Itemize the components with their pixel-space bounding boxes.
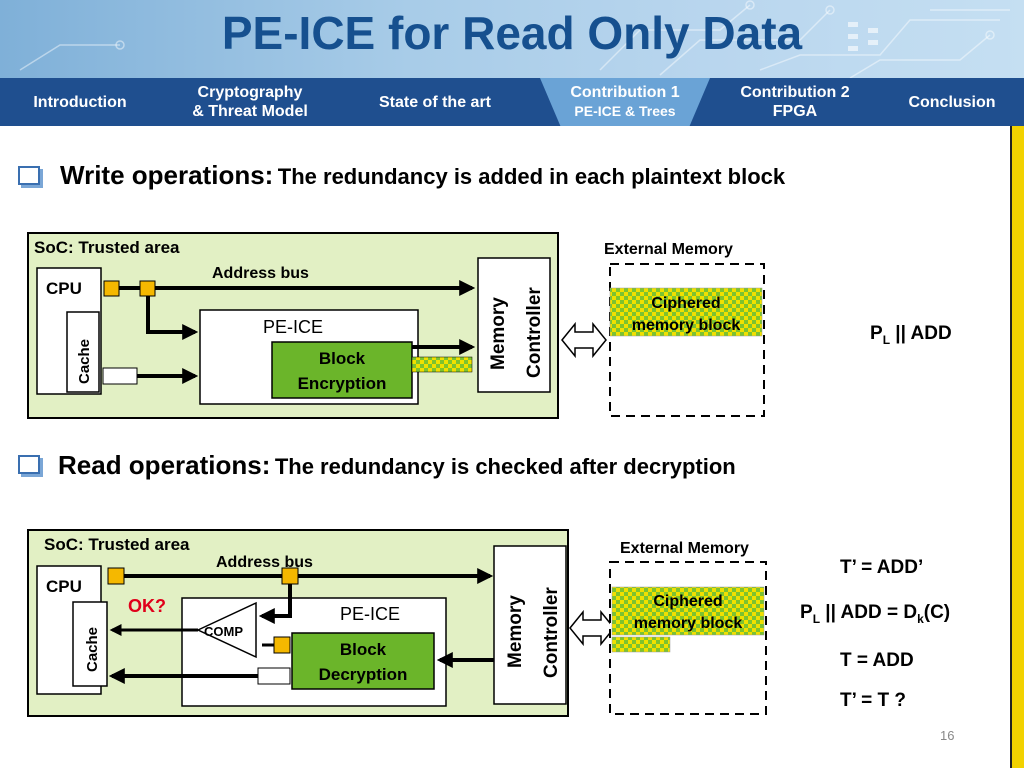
nav-item-label: Introduction: [33, 93, 127, 111]
read-bidirectional-arrow-icon: [569, 609, 615, 647]
write-mc-label-2: Controller: [524, 287, 545, 378]
read-block-label-2: Decryption: [319, 665, 408, 684]
nav-item-contribution-1[interactable]: Contribution 1 PE-ICE & Trees: [540, 78, 710, 126]
read-cpu-address-port: [107, 567, 125, 585]
write-diagram: SoC: Trusted area CPU Cache Address bus …: [27, 232, 952, 419]
read-plaintext-port: [257, 667, 291, 685]
page-number: 16: [940, 728, 955, 743]
write-mc-label-1: Memory: [488, 297, 509, 370]
write-address-to-peice-line: [146, 296, 199, 340]
read-soc-label: SoC: Trusted area: [44, 535, 190, 554]
write-soc-label: SoC: Trusted area: [34, 238, 180, 257]
nav-item-conclusion[interactable]: Conclusion: [880, 78, 1024, 126]
nav-item-label: State of the art: [378, 93, 491, 111]
read-tag-port: [273, 636, 291, 654]
write-ciphered-block: [609, 287, 763, 337]
nav-active-indicator: [540, 78, 710, 126]
write-ciphered-label-1: Ciphered: [651, 295, 720, 312]
write-address-bus-label: Address bus: [212, 265, 309, 282]
nav-item-sublabel: PE-ICE & Trees: [574, 103, 676, 119]
nav-item-label: Contribution 1: [570, 84, 680, 101]
nav-item-state-of-the-art[interactable]: State of the art: [340, 78, 530, 126]
read-heading-text: The redundancy is checked after decrypti…: [274, 454, 736, 479]
write-cache-label: Cache: [76, 339, 93, 384]
section-nav-bar: Introduction Cryptography & Threat Model…: [0, 78, 1024, 126]
read-address-bus-label: Address bus: [216, 554, 313, 571]
read-memory-controller: [493, 545, 567, 705]
nav-item-label: Cryptography: [197, 84, 303, 101]
write-cpu-address-port: [103, 280, 120, 297]
read-block-label-1: Block: [340, 640, 387, 659]
write-bidirectional-arrow-icon: [561, 321, 607, 359]
write-heading: Write operations: The redundancy is adde…: [60, 160, 785, 191]
write-cpu-data-port: [102, 367, 138, 385]
read-heading: Read operations: The redundancy is check…: [58, 450, 736, 481]
header-banner: [0, 0, 1024, 78]
read-equation-3: T = ADD: [840, 650, 914, 671]
nav-item-cryptography[interactable]: Cryptography & Threat Model: [160, 78, 340, 126]
write-block-label-2: Encryption: [298, 374, 387, 393]
write-external-memory-label: External Memory: [604, 241, 733, 258]
read-mc-label-2: Controller: [541, 587, 562, 678]
read-cache-label: Cache: [84, 627, 101, 672]
read-equation-2: PL || ADD = Dk(C): [800, 602, 950, 626]
write-formula: PL || ADD: [870, 323, 952, 347]
header-circuit-decoration: [19, 0, 1010, 78]
right-edge-strip: [1010, 126, 1024, 768]
nav-item-label: Contribution 2: [740, 84, 850, 101]
write-ciphered-label-2: memory block: [632, 317, 741, 334]
read-cache-box: [72, 601, 108, 687]
read-heading-bold: Read operations:: [58, 450, 271, 480]
read-peice-label: PE-ICE: [340, 604, 400, 624]
read-ciphered-block: [611, 586, 765, 636]
read-diagram: SoC: Trusted area CPU Cache Address bus …: [27, 529, 950, 717]
write-cache-box: [66, 311, 100, 393]
write-external-memory: [609, 263, 765, 417]
nav-item-introduction[interactable]: Introduction: [0, 78, 160, 126]
read-comp-label: COMP: [204, 624, 243, 639]
bullet-icon: [18, 166, 40, 185]
write-cpu-label: CPU: [46, 279, 82, 298]
nav-item-label: Conclusion: [908, 93, 996, 111]
write-peice-label: PE-ICE: [263, 317, 323, 337]
write-block-label-1: Block: [319, 349, 366, 368]
write-memory-controller: [477, 257, 551, 393]
nav-item-contribution-2[interactable]: Contribution 2 FPGA: [715, 78, 875, 126]
read-block-decryption: [291, 632, 435, 690]
read-external-memory-label: External Memory: [620, 540, 749, 557]
read-mc-label-1: Memory: [505, 595, 526, 668]
read-ciphered-label-1: Ciphered: [653, 593, 722, 610]
read-ok-label: OK?: [128, 596, 166, 616]
read-comparator: [196, 601, 257, 659]
write-block-encryption: [271, 341, 413, 399]
nav-item-sublabel: & Threat Model: [192, 103, 308, 120]
read-cpu-label: CPU: [46, 577, 82, 596]
read-address-to-comp-line: [258, 584, 292, 624]
read-tag-strip: [611, 636, 671, 653]
read-ciphered-label-2: memory block: [634, 615, 743, 632]
write-heading-text: The redundancy is added in each plaintex…: [277, 164, 786, 189]
page-title: PE-ICE for Read Only Data: [221, 7, 803, 59]
nav-item-sublabel: FPGA: [772, 103, 818, 120]
write-encrypted-block-strip: [411, 356, 473, 373]
read-equation-1: T’ = ADD’: [840, 557, 923, 578]
write-bus-junction: [139, 280, 156, 297]
read-equation-4: T’ = T ?: [840, 690, 906, 711]
write-heading-bold: Write operations:: [60, 160, 274, 190]
bullet-icon: [18, 455, 40, 474]
